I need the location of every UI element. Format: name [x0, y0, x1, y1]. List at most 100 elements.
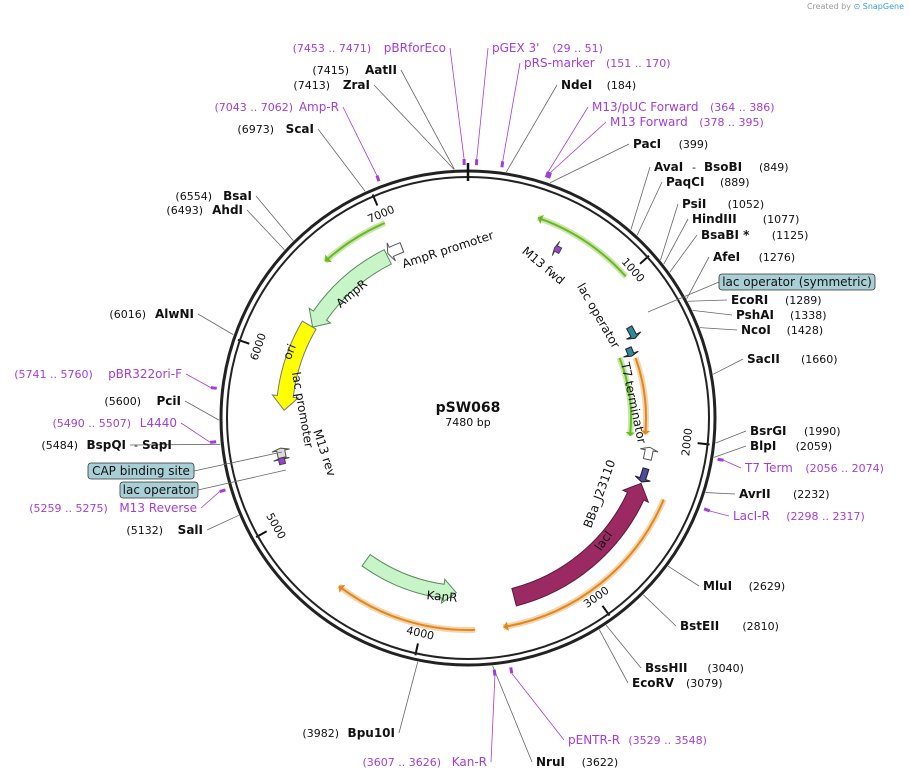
site-bsteii[interactable]: BstEII(2810)	[680, 619, 779, 633]
features-layer	[271, 214, 667, 633]
site-leader	[692, 309, 733, 316]
primer-mark	[210, 386, 217, 390]
site-bsai[interactable]: BsaI(6554)	[175, 189, 252, 203]
site-leader	[669, 234, 698, 273]
primer-leader	[511, 673, 565, 741]
primer-position: (7043 .. 7062)	[214, 101, 293, 114]
site-ncoi[interactable]: NcoI(1428)	[741, 323, 823, 337]
primer-leader	[449, 47, 465, 160]
primer-position: (3529 .. 3548)	[628, 734, 707, 747]
primer-leader	[547, 106, 589, 172]
site-bspqi[interactable]: BspQI-SapI(5484)	[41, 438, 171, 452]
primer-amp-r[interactable]: Amp-R (7043 .. 7062)	[214, 100, 339, 114]
site-sali[interactable]: SalI(5132)	[126, 523, 203, 537]
site-name: AvaI	[654, 160, 683, 174]
site-leader	[373, 84, 455, 170]
site-psii[interactable]: PsiI(1052)	[682, 197, 764, 211]
site-pshai[interactable]: PshAI(1338)	[736, 308, 827, 322]
site-name: AhdI	[212, 203, 243, 217]
primer-m13-reverse[interactable]: M13 Reverse(5259 .. 5275)	[29, 501, 197, 515]
site-scai[interactable]: ScaI(6973)	[237, 122, 314, 136]
site-name: BsrGI	[750, 424, 787, 438]
tick-label: 5000	[263, 511, 288, 542]
site-afei[interactable]: AfeI(1276)	[713, 250, 795, 264]
primer-pbr322ori-f[interactable]: pBR322ori-F (5741 .. 5760)	[14, 367, 182, 381]
site-leader	[255, 195, 294, 241]
site-leader	[398, 661, 419, 734]
site-leader	[400, 69, 455, 170]
site-ecori[interactable]: EcoRI(1289)	[731, 293, 822, 307]
site-bsabi-[interactable]: BsaBI *(1125)	[701, 228, 808, 242]
primer-name: pBR322ori-F	[108, 367, 182, 381]
feature-ampr	[308, 249, 393, 328]
box-bg	[119, 481, 199, 499]
primer-name: Amp-R	[299, 100, 339, 114]
primer-leader	[490, 675, 496, 763]
feature-bba-j23110	[634, 467, 651, 483]
primer-kan-r[interactable]: Kan-R(3607 .. 3626)	[362, 755, 487, 769]
primer-l4440[interactable]: L4440(5490 .. 5507)	[52, 416, 177, 430]
primer-pgex-3-[interactable]: pGEX 3'(29 .. 51)	[492, 41, 603, 55]
site-blpi[interactable]: BlpI(2059)	[750, 439, 832, 453]
plasmid-length: 7480 bp	[445, 416, 490, 429]
primer-laci-r[interactable]: LacI-R(2298 .. 2317)	[733, 509, 865, 523]
site-leader	[184, 400, 220, 421]
feature-ori	[271, 320, 317, 412]
box-text: lac operator (symmetric)	[722, 275, 872, 289]
site-zrai[interactable]: ZraI(7413)	[293, 78, 370, 92]
box-bg	[87, 462, 195, 480]
site-paci[interactable]: PacI(399)	[633, 137, 708, 151]
site-leader	[660, 203, 679, 261]
site-nrui[interactable]: NruI(3622)	[536, 755, 618, 769]
site-name: PaqCI	[666, 175, 704, 189]
site-leader	[549, 143, 630, 184]
primer-leader	[550, 121, 607, 173]
primer-pbrforeco[interactable]: pBRforEco(7453 .. 7471)	[293, 41, 446, 55]
site-pcii[interactable]: PciI(5600)	[104, 394, 181, 408]
site-name: AfeI	[713, 250, 740, 264]
primer-t7-term[interactable]: T7 Term(2056 .. 2074)	[744, 461, 884, 475]
site-paqci[interactable]: PaqCI(889)	[666, 175, 750, 189]
site-bsshii[interactable]: BssHII(3040)	[645, 661, 744, 675]
primer-mark	[219, 488, 226, 494]
site-name: BspQI	[86, 438, 126, 452]
boxed-label-lac-operator[interactable]: lac operator	[119, 481, 199, 499]
primer-m13-forward[interactable]: M13 Forward(378 .. 395)	[610, 115, 764, 129]
primer-leader	[200, 491, 220, 509]
primer-m13-puc-forward[interactable]: M13/pUC Forward(364 .. 386)	[592, 100, 775, 114]
site-sacii[interactable]: SacII(1660)	[747, 352, 838, 366]
primer-leader	[709, 510, 730, 517]
primer-mark	[500, 161, 505, 168]
site-position: (3040)	[707, 662, 744, 675]
feature-lac-operator	[625, 325, 642, 340]
site-hindiii[interactable]: HindIII(1077)	[692, 212, 799, 226]
site-position: (2629)	[749, 580, 786, 593]
site-name: PsiI	[682, 197, 706, 211]
site-name: NruI	[536, 755, 565, 769]
primer-name: LacI-R	[733, 509, 770, 523]
site-leader	[663, 218, 689, 265]
site-avrii[interactable]: AvrII(2232)	[739, 487, 830, 501]
site-leader	[712, 358, 744, 375]
site-mlui[interactable]: MluI(2629)	[703, 579, 785, 593]
boxed-label-lac-operator-symmetric-[interactable]: lac operator (symmetric)	[718, 273, 876, 291]
primer-pentr-r[interactable]: pENTR-R(3529 .. 3548)	[568, 733, 707, 747]
site-avai[interactable]: AvaI-BsoBI(849)	[654, 160, 789, 174]
site-name: NdeI	[561, 78, 592, 92]
site-ahdi[interactable]: AhdI(6493)	[166, 203, 243, 217]
box-text: lac operator	[123, 483, 196, 497]
site-position: (6973)	[237, 123, 274, 136]
boxed-label-cap-binding-site[interactable]: CAP binding site	[87, 462, 195, 480]
site-ecorv[interactable]: EcoRV(3079)	[632, 676, 723, 690]
site-aatii[interactable]: AatII(7415)	[312, 63, 397, 77]
site-leader	[246, 209, 285, 251]
site-dash: -	[134, 439, 138, 452]
primer-position: (29 .. 51)	[552, 42, 603, 55]
site-bsrgi[interactable]: BsrGI(1990)	[750, 424, 841, 438]
site-leader	[206, 514, 239, 531]
primer-position: (5741 .. 5760)	[14, 368, 93, 381]
site-alwni[interactable]: AlwNI(6016)	[109, 307, 194, 321]
primer-prs-marker[interactable]: pRS-marker(151 .. 170)	[524, 56, 671, 70]
site-ndei[interactable]: NdeI(184)	[561, 78, 636, 92]
site-bpu10i[interactable]: Bpu10I(3982)	[302, 726, 395, 740]
